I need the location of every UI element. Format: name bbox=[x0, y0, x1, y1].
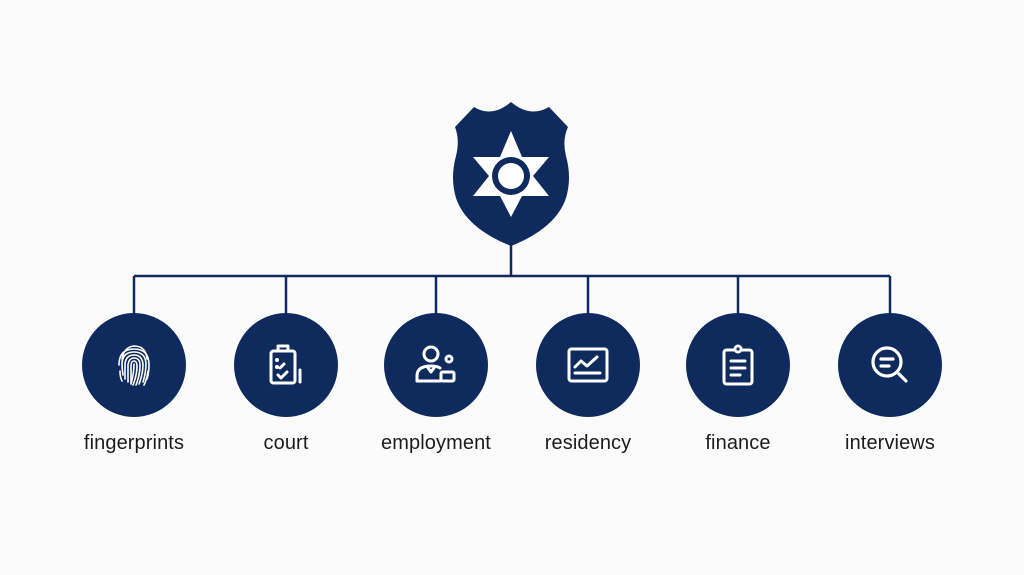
node-interviews: interviews bbox=[838, 313, 942, 454]
node-circle bbox=[536, 313, 640, 417]
clipboard-list-icon bbox=[722, 344, 754, 386]
node-label: court bbox=[263, 432, 309, 454]
magnifier-icon bbox=[871, 346, 908, 383]
person-briefcase-icon bbox=[415, 345, 456, 383]
node-fingerprints: fingerprints bbox=[82, 313, 186, 454]
node-label: employment bbox=[381, 432, 491, 454]
node-label: finance bbox=[705, 432, 771, 454]
clipboard-check-icon bbox=[269, 344, 302, 385]
node-circle bbox=[686, 313, 790, 417]
node-court: court bbox=[234, 313, 338, 454]
node-label: fingerprints bbox=[83, 432, 185, 454]
police-badge-icon bbox=[453, 102, 569, 246]
node-circle bbox=[384, 313, 488, 417]
node-circle bbox=[838, 313, 942, 417]
fingerprint-icon bbox=[118, 345, 150, 386]
node-finance: finance bbox=[686, 313, 790, 454]
node-circle bbox=[234, 313, 338, 417]
node-circle bbox=[82, 313, 186, 417]
node-residency: residency bbox=[536, 313, 640, 454]
node-label: interviews bbox=[845, 432, 935, 454]
node-employment: employment bbox=[381, 313, 491, 454]
chart-monitor-icon bbox=[567, 347, 609, 383]
node-label: residency bbox=[544, 432, 632, 454]
